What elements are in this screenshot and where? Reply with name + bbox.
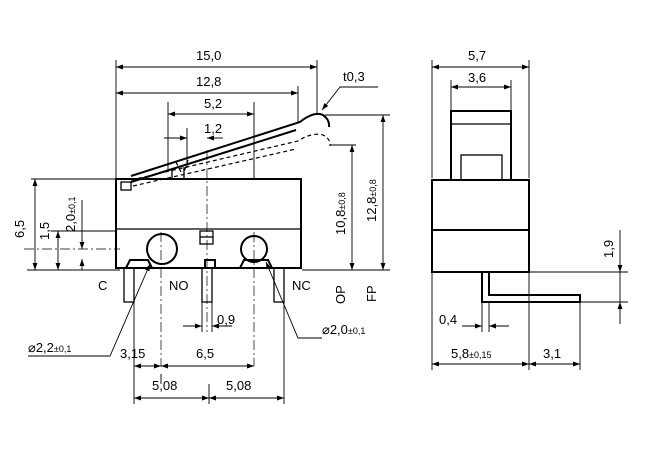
actuator-lever-operated <box>130 133 331 181</box>
dim-lever-thickness: t0,3 <box>343 69 365 84</box>
lever-pivot-block <box>120 181 132 191</box>
dim-lever-length: 12,8 <box>196 74 221 89</box>
side-plunger <box>460 154 503 181</box>
dim-fp-height: 12,8±0,8 <box>364 179 379 222</box>
dim-op-height: 10,8±0,8 <box>333 192 348 235</box>
side-body-lower <box>431 229 530 273</box>
front-dimension-texts: 15,0 12,8 5,2 1,2 t0,3 6,5 1,5 2,0±0,1 1… <box>12 48 379 393</box>
dim-body-height: 6,5 <box>12 220 27 238</box>
dim-lead-thickness: 0,4 <box>439 312 457 327</box>
dim-pitch-left: 5,08 <box>152 378 177 393</box>
actuator-lever <box>130 112 331 177</box>
dim-lead-length: 3,1 <box>543 346 561 361</box>
dim-hole-offset: 2,0±0,1 <box>63 196 78 232</box>
terminal-nc <box>273 267 285 303</box>
dim-hole-height: 1,5 <box>37 222 52 240</box>
side-lead <box>481 272 581 303</box>
front-dimension-lines <box>28 64 386 404</box>
dim-hole-left-dia: ⌀2,2±0,1 <box>28 340 71 355</box>
dim-lever-offset: 1,2 <box>204 121 222 136</box>
dim-hole-right-dia: ⌀2,0±0,1 <box>322 322 365 337</box>
label-terminal-no: NO <box>169 278 189 293</box>
dim-plunger-width: 3,6 <box>468 70 486 85</box>
dim-left-offset: 3,15 <box>120 346 145 361</box>
side-view <box>431 110 581 303</box>
dim-terminal-width: 0,9 <box>217 312 235 327</box>
dim-lead-height: 1,9 <box>601 240 616 258</box>
mounting-hole-left <box>146 233 178 265</box>
switch-housing <box>115 178 302 269</box>
label-fp: FP <box>364 285 379 302</box>
side-body-upper <box>431 179 530 231</box>
dim-pitch-right: 5,08 <box>226 378 251 393</box>
terminal-c <box>123 267 135 303</box>
dim-center-span: 5,2 <box>204 96 222 111</box>
side-dimension-lines <box>432 64 623 367</box>
dim-overall-width: 5,7 <box>468 48 486 63</box>
label-op: OP <box>333 285 348 304</box>
label-terminal-c: C <box>98 278 107 293</box>
dim-hole-pitch: 6,5 <box>196 346 214 361</box>
front-view <box>24 112 331 366</box>
dim-overall-length: 15,0 <box>196 48 221 63</box>
dim-body-depth: 5,8±0,15 <box>451 346 492 361</box>
label-terminal-nc: NC <box>292 278 311 293</box>
side-dimension-texts: 5,7 3,6 1,9 0,4 5,8±0,15 3,1 <box>439 48 616 361</box>
